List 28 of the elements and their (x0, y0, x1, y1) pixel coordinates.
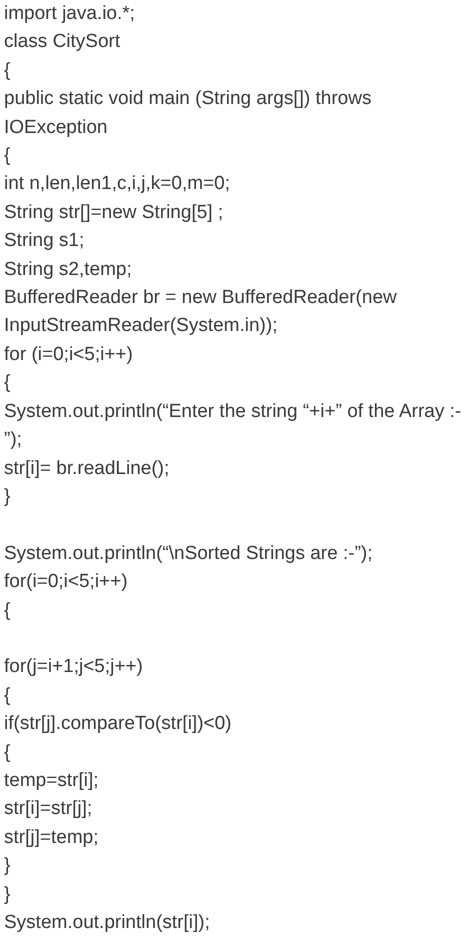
code-line: if(str[j].compareTo(str[i])<0) (4, 712, 232, 736)
code-line: class CitySort (4, 30, 120, 54)
code-line: { (4, 740, 10, 765)
code-line: for(j=i+1;j<5;j++) (4, 655, 143, 680)
code-line: String s1; (4, 229, 84, 254)
code-line: System.out.println(“Enter the string “+i+” of the Array :- ”); (4, 400, 462, 452)
code-line: String s2,temp; (4, 258, 132, 282)
code-line: str[i]=str[j]; (4, 797, 92, 822)
code-line: BufferedReader br = new BufferedReader(new InputStreamReader(System.in)); (4, 286, 398, 338)
code-line: { (4, 598, 10, 623)
code-line: { (4, 371, 10, 396)
code-line: temp=str[i]; (4, 768, 98, 793)
code-line: } (4, 854, 10, 878)
code-line: { (4, 144, 10, 168)
code-line: System.out.println(str[i]); (4, 910, 210, 935)
code-line: } (4, 484, 10, 509)
code-line: { (4, 684, 10, 708)
code-line: System.out.println(“\nSorted Strings are :-”); (4, 542, 373, 566)
code-line: str[i]= br.readLine(); (4, 456, 170, 480)
code-line: { (4, 58, 10, 83)
code-line: for(i=0;i<5;i++) (4, 570, 128, 594)
code-line: str[j]=temp; (4, 826, 98, 850)
code-line: import java.io.*; (4, 2, 135, 26)
code-line: for (i=0;i<5;i++) (4, 342, 133, 367)
code-line: } (4, 882, 10, 907)
code-line: String str[]=new String[5] ; (4, 200, 224, 225)
code-line: public static void main (String args[]) throws IOException (4, 87, 372, 140)
code-line: int n,len,len1,c,i,j,k=0,m=0; (4, 172, 230, 196)
